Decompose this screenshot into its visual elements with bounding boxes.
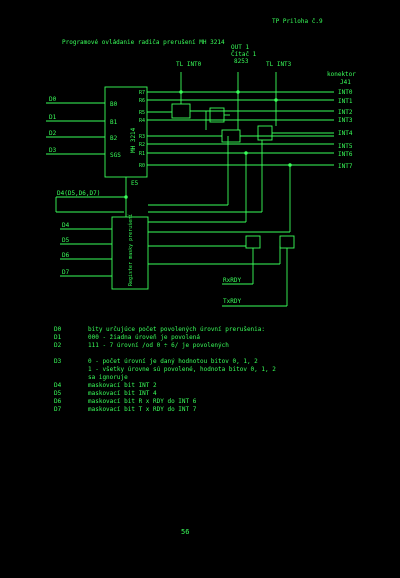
label-konektor: konektor [327, 71, 356, 78]
input-d6b: D6 [62, 252, 70, 259]
note-text: maskovací bit INT 4 [88, 390, 157, 397]
note-row: D4 maskovací bit INT 2 [54, 382, 354, 390]
input-d4-d7: D4(D5,D6,D7) [57, 190, 100, 197]
label-tl-int3: TL INT3 [266, 61, 292, 68]
sig-rxrdy: RxRDY [223, 277, 241, 284]
note-key: D6 [54, 398, 62, 405]
gate-3 [221, 129, 241, 143]
pin-sgs: SGS [110, 152, 121, 159]
input-d1: D1 [49, 114, 57, 121]
note-row: sa ignoruje [54, 374, 354, 382]
input-d0: D0 [49, 96, 57, 103]
label-j41: J41 [340, 79, 351, 86]
label-tl-int0: TL INT0 [176, 61, 202, 68]
pin-r1: R1 [139, 151, 145, 157]
pin-r2: R2 [139, 142, 145, 148]
page-number: 56 [181, 528, 190, 536]
circuit-diagram: OUT 1 Čítač 1 8253 TL INT0 TL INT3 konek… [46, 44, 356, 307]
pin-r5: R5 [139, 110, 145, 116]
note-text: 000 - žiadna úroveň je povolená [88, 334, 200, 341]
note-key: D3 [54, 358, 62, 365]
gate-txrdy [279, 235, 295, 249]
note-row: 1 - všetky úrovne sú povolené, hodnota b… [54, 366, 354, 374]
gate-rxrdy [245, 235, 261, 249]
sig-txrdy: TxRDY [223, 298, 241, 305]
note-row: D2 111 - 7 úrovní /od 0 ÷ 6/ je povolenýc… [54, 342, 354, 350]
note-text: 0 - počet úrovní je daný hodnotou bitov … [88, 358, 258, 365]
note-text: maskovací bit T x RDY do INT 7 [88, 406, 197, 413]
input-d2: D2 [49, 130, 57, 137]
note-row [54, 350, 354, 358]
label-8253: 8253 [234, 58, 249, 65]
out-int4: INT4 [338, 130, 353, 137]
page-ref: TP Priloha č.9 [272, 18, 323, 25]
note-key: D4 [54, 382, 62, 389]
label-out1: OUT 1 [231, 44, 249, 51]
chip-register-name: Register masky prerušení [127, 214, 134, 286]
note-row: D3 0 - počet úrovní je daný hodnotou bito… [54, 358, 354, 366]
pin-b0: B0 [110, 101, 118, 108]
input-d5b: D5 [62, 237, 70, 244]
note-key: D7 [54, 406, 62, 413]
note-text: 1 - všetky úrovne sú povolené, hodnota b… [88, 366, 276, 373]
note-key: D5 [54, 390, 62, 397]
out-int5: INT5 [338, 143, 353, 150]
pin-b2: B2 [110, 135, 118, 142]
input-d3: D3 [49, 147, 57, 154]
out-int3: INT3 [338, 117, 353, 124]
gate-1 [171, 103, 191, 119]
note-text: bity určujúce počet povolených úrovní pr… [88, 326, 266, 333]
chip-mh3214-name: MH 3214 [130, 127, 137, 153]
pin-b1: B1 [110, 119, 118, 126]
pin-r7: R7 [139, 90, 145, 96]
note-key: D2 [54, 342, 62, 349]
pin-r6: R6 [139, 98, 145, 104]
gate-4 [257, 125, 273, 141]
out-int2: INT2 [338, 109, 353, 116]
chip-register [111, 216, 149, 290]
note-key: D0 [54, 326, 62, 333]
note-text: sa ignoruje [88, 374, 128, 381]
label-citac1: Čítač 1 [231, 51, 257, 58]
note-row: D5 maskovací bit INT 4 [54, 390, 354, 398]
notes-list: D0 bity určujúce počet povolených úrovní … [54, 326, 354, 414]
note-key: D1 [54, 334, 62, 341]
out-int1: INT1 [338, 98, 353, 105]
out-int0: INT0 [338, 89, 353, 96]
page-title: Programové ovládanie radiča prerušení MH… [62, 39, 225, 46]
note-row: D0 bity určujúce počet povolených úrovní … [54, 326, 354, 334]
pin-e5: E5 [131, 180, 139, 187]
out-int7: INT7 [338, 163, 353, 170]
note-row: D7 maskovací bit T x RDY do INT 7 [54, 406, 354, 414]
input-d7b: D7 [62, 269, 70, 276]
pin-r0: R0 [139, 163, 145, 169]
out-int6: INT6 [338, 151, 353, 158]
pin-r4: R4 [139, 118, 145, 124]
note-row: D6 maskovací bit R x RDY do INT 6 [54, 398, 354, 406]
note-text: 111 - 7 úrovní /od 0 ÷ 6/ je povolených [88, 342, 229, 349]
note-text: maskovací bit R x RDY do INT 6 [88, 398, 197, 405]
note-row: D1 000 - žiadna úroveň je povolená [54, 334, 354, 342]
pin-r3: R3 [139, 134, 145, 140]
input-d4b: D4 [62, 222, 70, 229]
note-text: maskovací bit INT 2 [88, 382, 157, 389]
